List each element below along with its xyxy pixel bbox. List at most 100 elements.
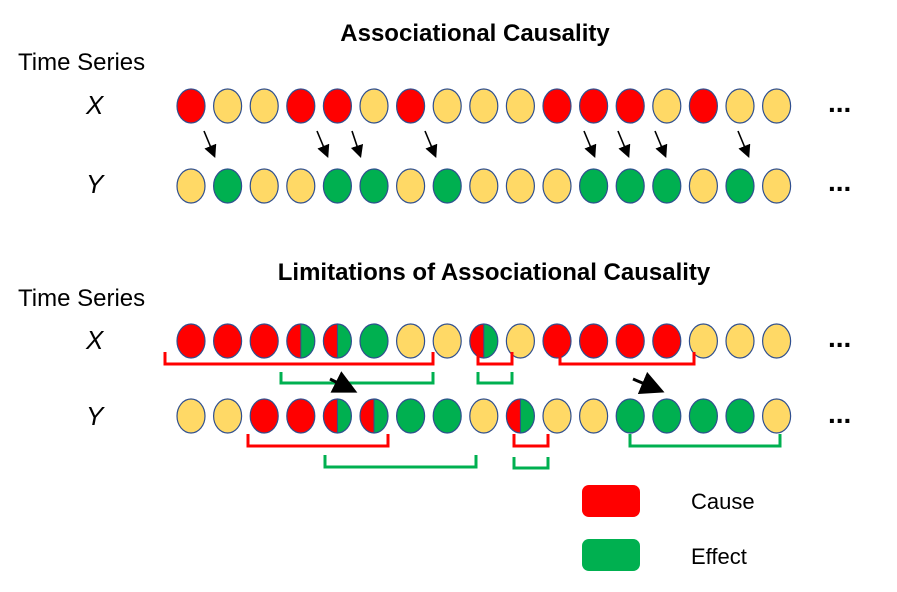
panel2-x-node-cause: [652, 323, 682, 359]
panel2-y-node-split: [322, 398, 352, 434]
panel2-y-node-effect: [396, 398, 426, 434]
panel1-x-node-cause: [322, 88, 352, 124]
panel1-y-node-effect: [359, 168, 389, 204]
panel2-y-node-split: [359, 398, 389, 434]
panel2-x-node-cause: [578, 323, 609, 359]
panel2-y-series: [176, 398, 792, 434]
panel1-y-continuation: ...: [828, 166, 851, 197]
panel2-y-node-effect: [652, 398, 682, 434]
effect-window-bracket: [512, 457, 550, 470]
panel2-x-node-split: [322, 323, 352, 359]
panel1-y-node-effect: [322, 168, 352, 204]
panel1-x-node-neutral: [761, 88, 792, 124]
legend-effect-swatch: [582, 539, 640, 571]
panel1-x-node-cause: [286, 88, 316, 124]
panel2-x-label: X: [85, 325, 105, 355]
panel1-x-continuation: ...: [828, 87, 851, 118]
panel1-x-node-neutral: [469, 88, 499, 124]
panel1-x-node-cause: [615, 88, 645, 124]
panel2-y-node-effect: [725, 398, 755, 434]
panel1-y-node-neutral: [505, 168, 536, 204]
effect-window-bracket: [476, 372, 514, 385]
arrow: [617, 130, 631, 158]
legend-effect-label: Effect: [691, 544, 747, 569]
panel2-x-node-neutral: [396, 323, 426, 359]
arrow: [632, 371, 665, 395]
legend-cause-label: Cause: [691, 489, 755, 514]
effect-window-bracket: [323, 455, 478, 469]
panel1-y-node-effect: [432, 168, 462, 204]
panel1-y-node-effect: [652, 168, 682, 204]
arrow: [203, 130, 217, 158]
arrow: [424, 130, 438, 158]
panel2-x-node-cause: [542, 323, 572, 359]
cause-window-bracket: [476, 352, 514, 366]
effect-window-bracket: [628, 434, 782, 448]
panel1-x-node-neutral: [213, 88, 243, 124]
arrow: [583, 130, 597, 158]
panel2-x-node-neutral: [761, 323, 792, 359]
panel2-x-continuation: ...: [828, 322, 851, 353]
panel1-y-node-neutral: [542, 168, 572, 204]
panel1-x-label: X: [85, 90, 105, 120]
effect-window-bracket: [279, 372, 435, 385]
panel1-y-node-neutral: [761, 168, 792, 204]
cause-window-bracket: [246, 434, 390, 448]
panel2-x-node-neutral: [725, 323, 755, 359]
panel1-y-node-neutral: [688, 168, 719, 204]
panel1-x-series: [176, 88, 792, 124]
arrow: [329, 371, 358, 393]
panel2-y-node-neutral: [213, 398, 243, 434]
panel2-x-node-effect: [359, 323, 389, 359]
panel1-y-node-neutral: [249, 168, 279, 204]
panel1-x-node-neutral: [359, 88, 389, 124]
panel2-y-node-split: [505, 398, 536, 434]
legend: Cause Effect: [582, 485, 755, 571]
panel2-title: Limitations of Associational Causality: [278, 259, 711, 286]
arrow: [316, 130, 330, 158]
panel1-y-node-effect: [213, 168, 243, 204]
cause-window-bracket: [558, 352, 696, 366]
panel2-y-node-effect: [432, 398, 462, 434]
panel1-y-node-effect: [725, 168, 755, 204]
panel1-x-node-cause: [542, 88, 572, 124]
panel1-series-label: Time Series: [18, 49, 145, 76]
panel1-y-node-neutral: [176, 168, 206, 204]
panel2-y-label: Y: [86, 401, 105, 431]
panel2-x-node-cause: [213, 323, 243, 359]
panel2-y-node-effect: [615, 398, 645, 434]
panel1-y-series: [176, 168, 792, 204]
panel1-x-node-cause: [176, 88, 206, 124]
panel1-x-node-cause: [578, 88, 609, 124]
arrow: [350, 130, 364, 159]
panel1-x-node-neutral: [725, 88, 755, 124]
panel2-y-node-effect: [688, 398, 719, 434]
panel2-x-node-neutral: [505, 323, 536, 359]
panel1-x-node-neutral: [652, 88, 682, 124]
panel1-arrows: [203, 130, 751, 159]
panel2-x-node-neutral: [432, 323, 462, 359]
panel1-y-node-neutral: [469, 168, 499, 204]
panel2-y-node-cause: [286, 398, 316, 434]
panel1-y-node-effect: [578, 168, 609, 204]
panel2-x-node-cause: [615, 323, 645, 359]
cause-window-bracket: [163, 352, 435, 366]
panel2-y-node-neutral: [176, 398, 206, 434]
panel1-x-node-neutral: [249, 88, 279, 124]
panel2-y-node-cause: [249, 398, 279, 434]
panel2-x-node-cause: [249, 323, 279, 359]
panel2-y-node-neutral: [578, 398, 609, 434]
panel1-x-node-neutral: [432, 88, 462, 124]
cause-window-bracket: [512, 434, 550, 448]
panel1-y-node-neutral: [286, 168, 316, 204]
panel2-series-label: Time Series: [18, 285, 145, 312]
panel2-x-node-split: [286, 323, 316, 359]
panel2-y-node-neutral: [469, 398, 499, 434]
panel2-y-continuation: ...: [828, 398, 851, 429]
panel1-title: Associational Causality: [340, 20, 610, 47]
panel2-x-series: [176, 323, 792, 359]
arrow: [737, 130, 751, 158]
panel2-x-node-split: [469, 323, 499, 359]
panel1-x-node-cause: [396, 88, 426, 124]
arrow: [654, 130, 668, 158]
